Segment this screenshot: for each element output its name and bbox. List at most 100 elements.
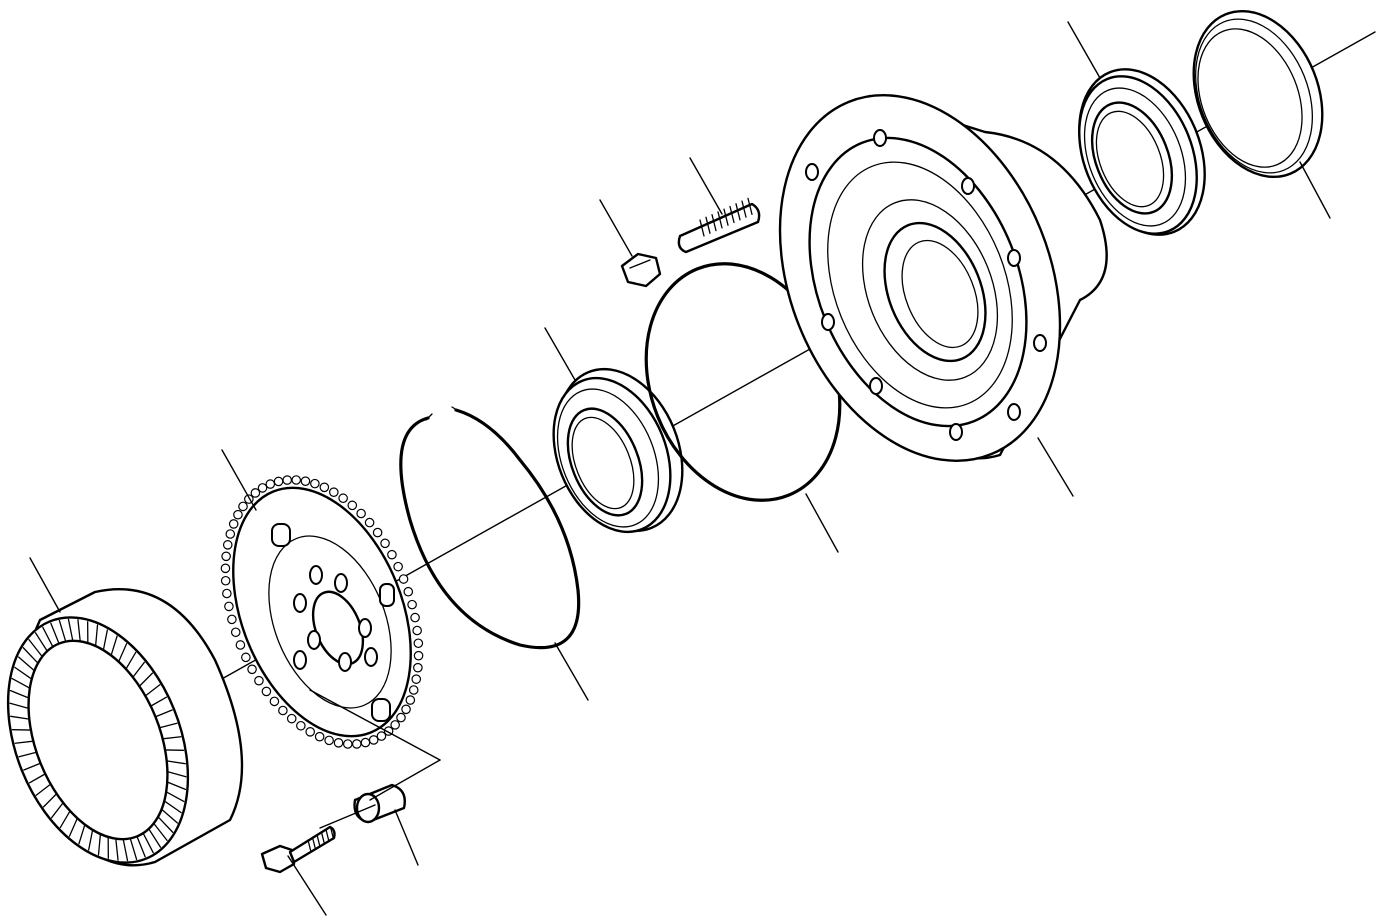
carrier-tooth — [365, 518, 373, 526]
leader-bolt — [288, 856, 326, 915]
leader-ring-gear — [30, 558, 60, 612]
leader-stud — [690, 158, 722, 214]
carrier-tooth — [283, 476, 291, 484]
carrier-tooth — [334, 739, 342, 747]
carrier-tooth — [297, 722, 305, 730]
carrier-tooth — [292, 476, 300, 484]
carrier-tooth — [369, 736, 377, 744]
carrier-tooth — [397, 713, 405, 721]
carrier-tooth — [229, 520, 237, 528]
carrier-tooth — [353, 740, 361, 748]
carrier-hole — [294, 594, 306, 612]
ring-gear — [0, 589, 242, 889]
carrier-tooth — [222, 552, 230, 560]
carrier-pin-slot — [380, 584, 394, 606]
carrier-hole — [308, 631, 320, 649]
carrier-tooth — [413, 626, 421, 634]
carrier-tooth — [242, 653, 250, 661]
carrier-tooth — [262, 687, 270, 695]
snap-ring — [401, 407, 579, 648]
carrier-tooth — [410, 686, 418, 694]
carrier-pin-slot — [272, 524, 290, 546]
carrier-tooth — [311, 479, 319, 487]
carrier-tooth — [248, 665, 256, 673]
carrier-tooth — [228, 615, 236, 623]
hub-bolt-hole — [874, 130, 886, 146]
carrier-tooth — [381, 539, 389, 547]
carrier-tooth — [330, 488, 338, 496]
leader-carrier — [222, 450, 256, 510]
wheel-hub — [728, 53, 1111, 503]
carrier-tooth — [414, 651, 422, 659]
carrier-tooth — [402, 705, 410, 713]
carrier-tooth — [258, 484, 266, 492]
leader-bearing-seal — [1068, 22, 1100, 78]
carrier-tooth — [357, 509, 365, 517]
carrier-tooth — [221, 564, 229, 572]
carrier-tooth — [344, 740, 352, 748]
carrier-tooth — [255, 676, 263, 684]
carrier-tooth — [408, 600, 416, 608]
carrier-tooth — [406, 696, 414, 704]
carrier-tooth — [224, 541, 232, 549]
carrier-tooth — [377, 732, 385, 740]
leader-snap-ring — [555, 643, 588, 700]
carrier-tooth — [301, 477, 309, 485]
carrier-tooth — [414, 663, 422, 671]
carrier-tooth — [266, 480, 274, 488]
carrier-tooth — [279, 706, 287, 714]
leader-bushing — [395, 810, 418, 865]
carrier-hole — [359, 619, 371, 637]
carrier-tooth — [348, 501, 356, 509]
carrier-tooth — [399, 575, 407, 583]
carrier-hole — [339, 653, 351, 671]
leader-carrier-pins-b — [370, 760, 440, 800]
stud — [679, 198, 759, 252]
carrier-tooth — [232, 628, 240, 636]
carrier-tooth — [411, 613, 419, 621]
carrier-tooth — [412, 675, 420, 683]
leader-o-ring — [806, 494, 838, 552]
carrier-hole — [294, 651, 306, 669]
carrier-tooth — [414, 639, 422, 647]
carrier-tooth — [221, 577, 229, 585]
carrier-tooth — [306, 728, 314, 736]
carrier-tooth — [288, 714, 296, 722]
carrier-tooth — [388, 551, 396, 559]
carrier-tooth — [239, 502, 247, 510]
carrier-tooth — [361, 738, 369, 746]
carrier-tooth — [223, 589, 231, 597]
carrier-hole — [310, 566, 322, 584]
carrier-hole — [365, 648, 377, 666]
leader-seal — [545, 328, 575, 380]
carrier-tooth — [234, 510, 242, 518]
hub-bolt-hole — [1008, 250, 1020, 266]
carrier-tooth — [315, 733, 323, 741]
hub-bolt-hole — [1034, 335, 1046, 351]
leader-dust-seal — [1300, 162, 1330, 218]
leader-wheel-hub — [1038, 438, 1073, 496]
carrier-tooth — [373, 528, 381, 536]
carrier-tooth — [339, 494, 347, 502]
bolt — [262, 827, 335, 872]
carrier-tooth — [394, 562, 402, 570]
carrier-tooth — [225, 602, 233, 610]
hub-bolt-hole — [806, 164, 818, 180]
hub-bolt-hole — [1008, 404, 1020, 420]
carrier-tooth — [236, 641, 244, 649]
carrier-tooth — [320, 483, 328, 491]
nut — [622, 254, 660, 286]
carrier-hole — [335, 574, 347, 592]
hub-bolt-hole — [962, 178, 974, 194]
hub-bolt-hole — [950, 424, 962, 440]
carrier-tooth — [274, 477, 282, 485]
hub-bolt-hole — [822, 314, 834, 330]
carrier-tooth — [391, 721, 399, 729]
carrier-tooth — [270, 697, 278, 705]
carrier-tooth — [226, 530, 234, 538]
carrier-tooth — [404, 588, 412, 596]
leader-nut — [600, 200, 632, 256]
carrier-pin-slot — [372, 699, 390, 721]
